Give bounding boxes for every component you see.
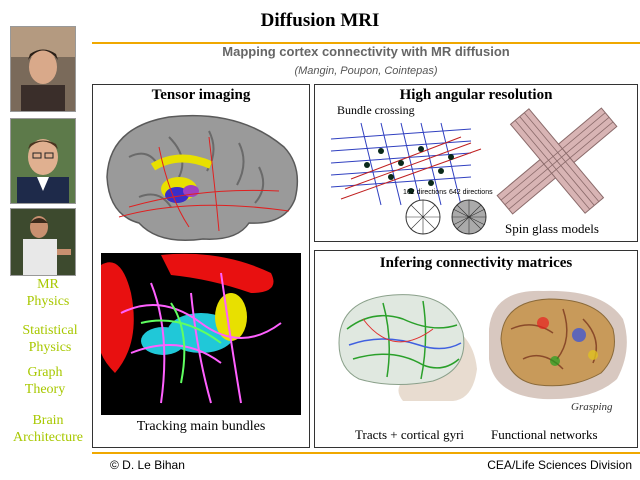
sidebar-label-line: Graph	[27, 365, 63, 380]
tracking-bundles-render	[101, 253, 301, 415]
directions-642-label: 642 directions	[449, 189, 493, 196]
sidebar-label-graph-theory: Graph Theory	[10, 364, 80, 398]
slide-authors: (Mangin, Poupon, Cointepas)	[294, 65, 438, 77]
bundle-crossing-label: Bundle crossing	[337, 103, 415, 117]
sidebar-label-line: Statistical	[22, 323, 78, 338]
tracts-caption: Tracts + cortical gyri	[355, 427, 465, 442]
spin-glass-model	[496, 107, 618, 215]
portrait-photo-2	[10, 118, 76, 204]
connectivity-panel: Infering connectivity matrices Grasping …	[314, 250, 638, 448]
spin-glass-label: Spin glass models	[505, 221, 599, 236]
directions-162-label: 162 directions	[403, 189, 447, 196]
slide-subtitle: Mapping cortex connectivity with MR diff…	[222, 44, 510, 59]
tracts-gyri-render	[338, 294, 477, 401]
title-rule	[92, 42, 640, 44]
sidebar-label-line: MR	[37, 277, 59, 292]
sidebar-label-line: Physics	[26, 294, 70, 309]
portrait-photo-1	[10, 26, 76, 112]
sidebar-label-line: Brain	[32, 413, 64, 428]
angular-resolution-panel: High angular resolution Bundle crossing …	[314, 84, 638, 242]
footer-division: CEA/Life Sciences Division	[487, 458, 632, 472]
sidebar-label-mr-physics: MR Physics	[18, 276, 78, 310]
brain-tensor-render	[106, 114, 299, 242]
footer-rule	[92, 452, 640, 454]
sidebar-label-line: Theory	[24, 382, 66, 397]
grasping-label: Grasping	[571, 401, 613, 413]
functional-networks-render	[489, 290, 627, 400]
functional-networks-caption: Functional networks	[491, 427, 598, 442]
tracking-caption: Tracking main bundles	[136, 419, 266, 434]
slide-title: Diffusion MRI	[260, 10, 380, 31]
angular-resolution-title: High angular resolution	[399, 87, 553, 103]
tensor-imaging-title: Tensor imaging	[151, 87, 251, 103]
sidebar-label-statistical-physics: Statistical Physics	[8, 322, 92, 356]
directions-spheres	[405, 199, 487, 235]
sidebar-label-line: Physics	[28, 340, 72, 355]
bundle-crossing-diagram	[330, 122, 482, 206]
tensor-imaging-panel: Tensor imaging Tracking main bundles	[92, 84, 310, 448]
footer-copyright: © D. Le Bihan	[110, 458, 185, 472]
sidebar-label-brain-architecture: Brain Architecture	[4, 412, 92, 446]
connectivity-title: Infering connectivity matrices	[379, 255, 573, 271]
sidebar-label-line: Architecture	[13, 430, 83, 445]
portrait-photo-3	[10, 208, 76, 276]
